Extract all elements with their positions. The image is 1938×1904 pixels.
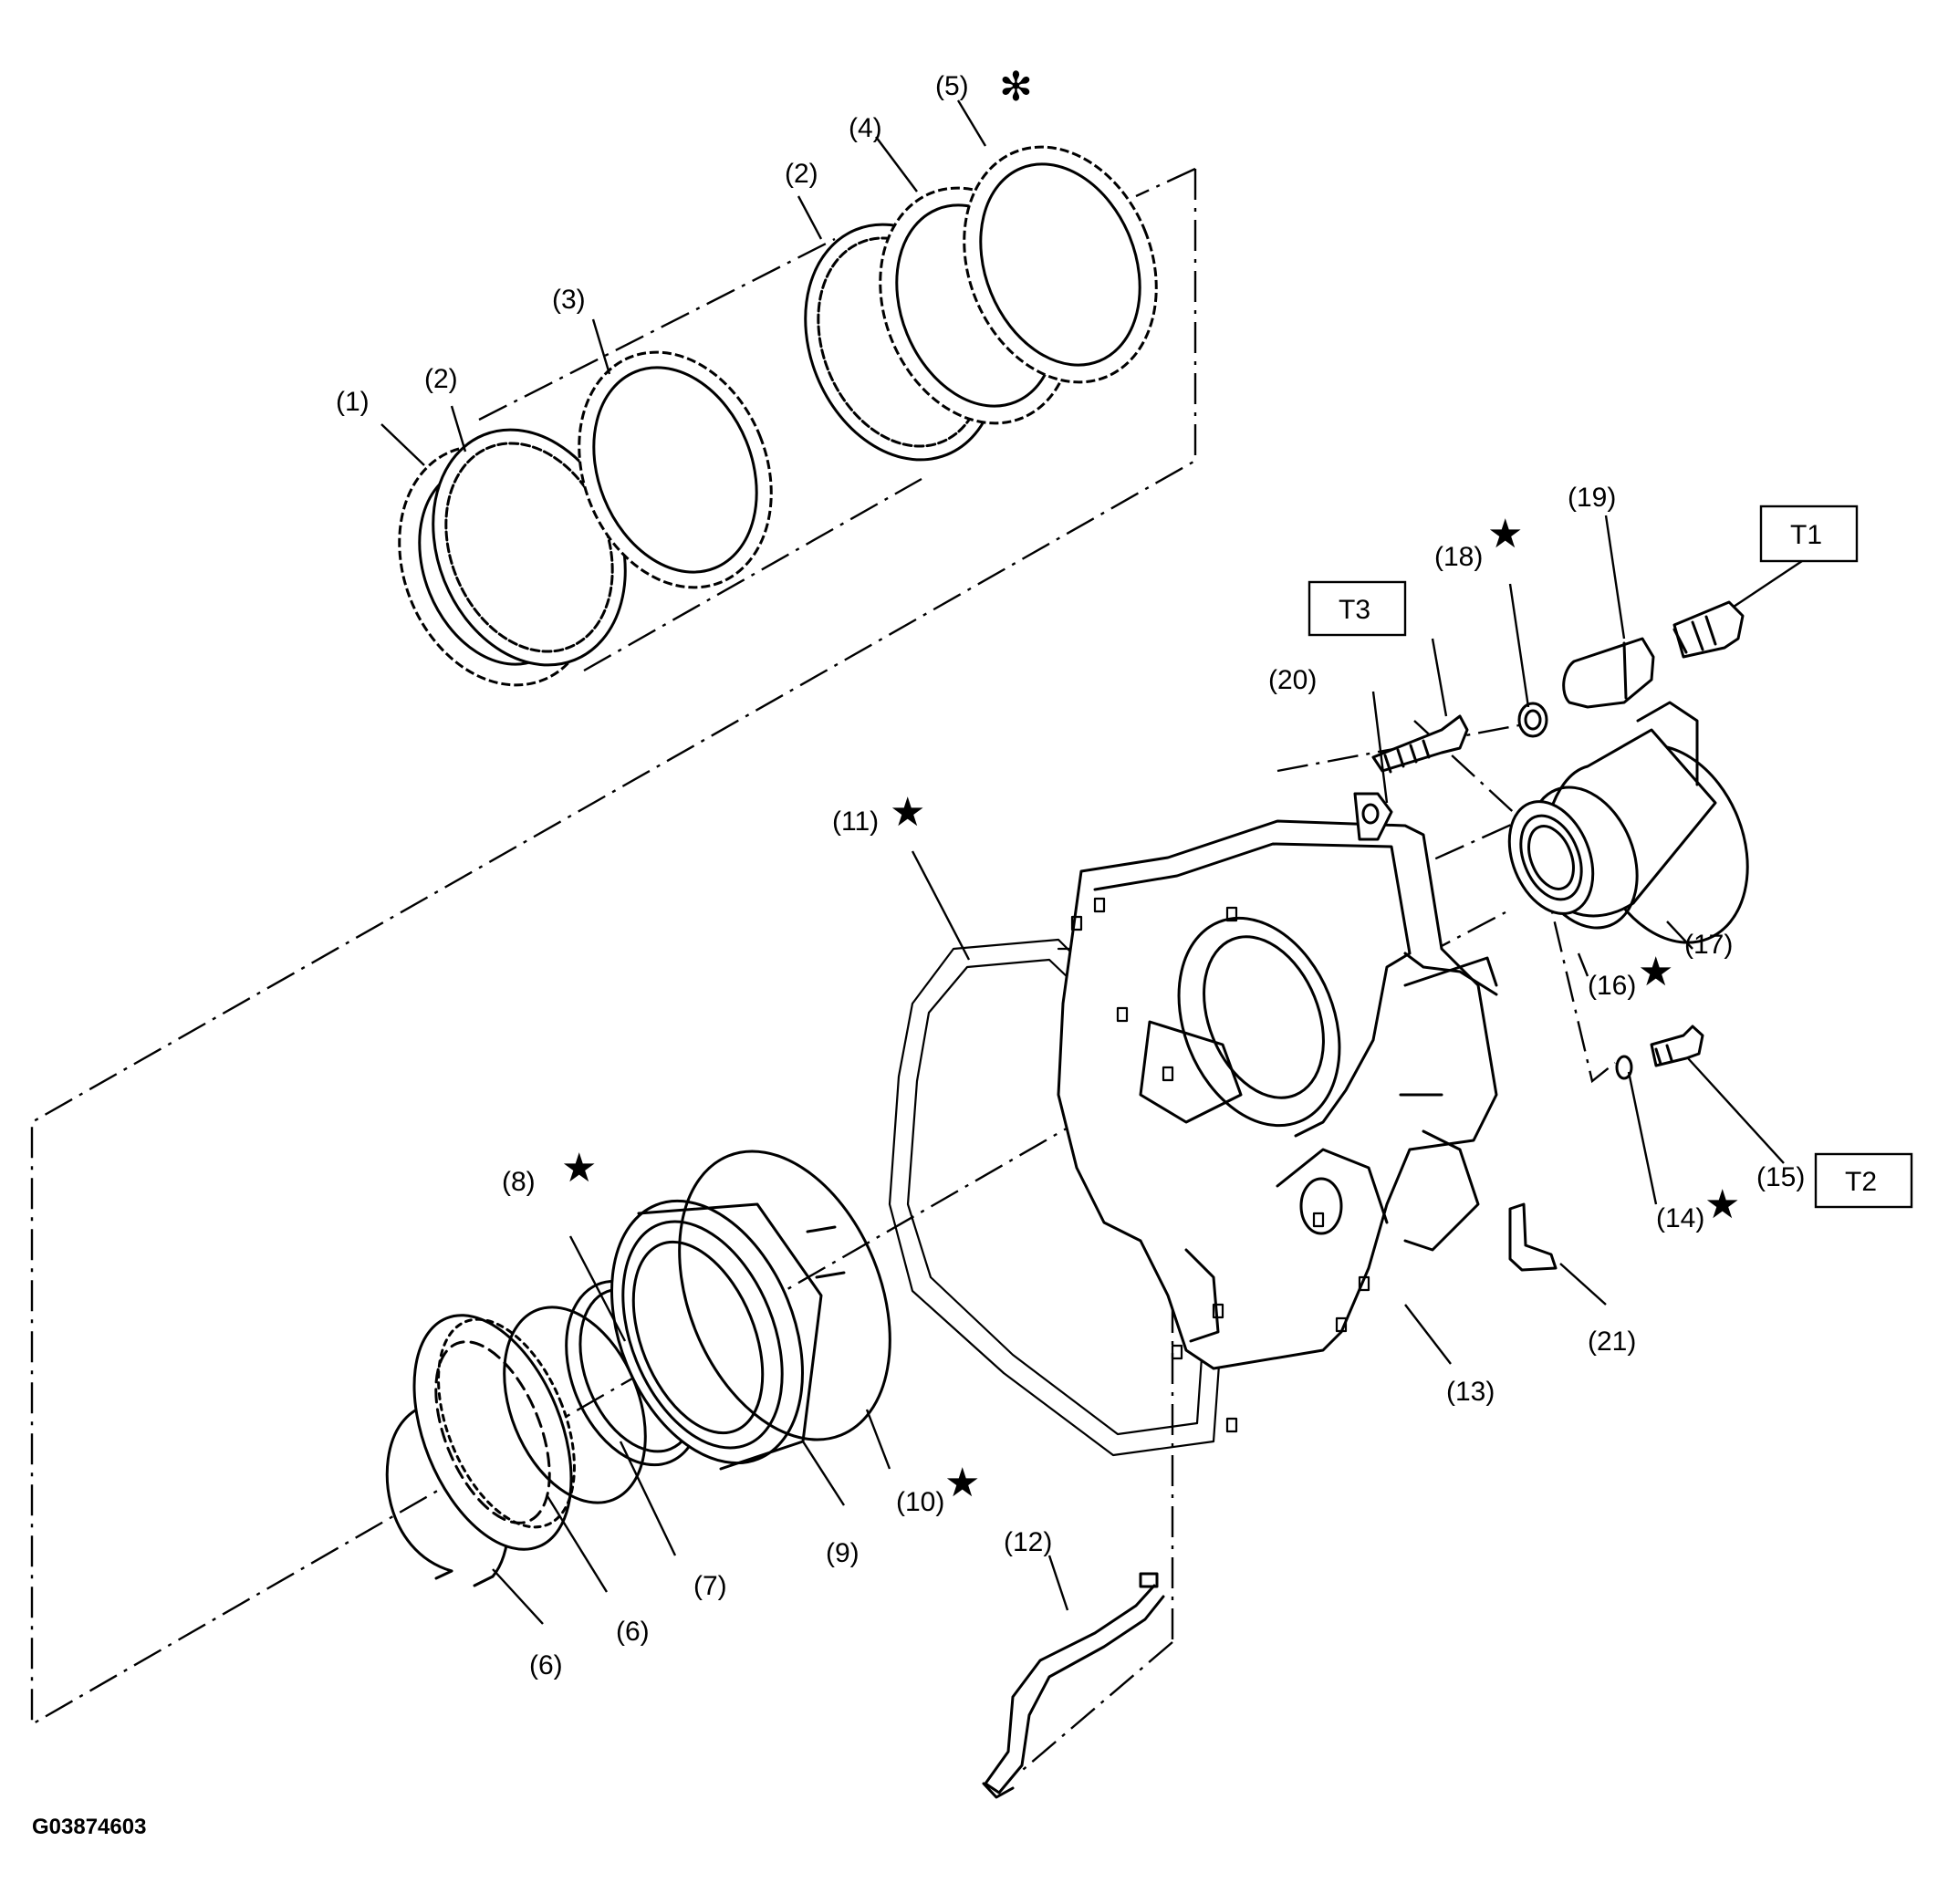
label-2a: (2)	[424, 364, 458, 394]
svg-text:T3: T3	[1339, 595, 1370, 625]
label-21: (20)	[1268, 665, 1317, 695]
bolt-t3	[1371, 714, 1469, 773]
label-1: (1)	[336, 387, 370, 417]
star-marker-12: ★	[890, 789, 925, 836]
bolt-t1	[1672, 600, 1745, 659]
piston-10	[610, 1199, 804, 1465]
label-5: (5)	[935, 71, 969, 101]
svg-text:T2: T2	[1845, 1167, 1877, 1197]
washer-15	[1615, 1055, 1633, 1080]
star-marker-9: ★	[561, 1145, 597, 1191]
label-8: (7)	[693, 1571, 727, 1601]
figure-code: G03874603	[32, 1815, 146, 1839]
label-20: (19)	[1568, 483, 1616, 513]
torque-box-t3	[1308, 580, 1407, 637]
label-2b: (2)	[785, 159, 818, 189]
washer-19	[1517, 702, 1548, 738]
sensor-20	[1562, 637, 1655, 709]
pipe-13	[984, 1584, 1165, 1795]
label-11: (10)	[896, 1487, 944, 1517]
retaining-plate-5	[963, 145, 1158, 384]
label-18: (17)	[1684, 930, 1733, 960]
label-22: (21)	[1588, 1327, 1636, 1357]
hardware	[982, 600, 1745, 1799]
label-10: (9)	[826, 1538, 860, 1568]
markers: ✻ ★ ★ ★ ★ ★ ★	[561, 64, 1740, 1506]
star-marker-11: ★	[944, 1460, 980, 1506]
part-labels: (1) (2) (3) (2) (4) (5) (20) (18) (19) (…	[336, 71, 1805, 1680]
piston-group	[385, 1150, 891, 1587]
oil-seal-17	[1507, 800, 1595, 915]
label-13: (12)	[1004, 1527, 1052, 1557]
asterisk-marker: ✻	[999, 64, 1033, 110]
star-marker-17: ★	[1638, 949, 1673, 995]
torque-box-t1	[1759, 505, 1859, 563]
svg-text:T1: T1	[1790, 520, 1822, 550]
label-17: (16)	[1588, 971, 1636, 1001]
clutch-plate-stack	[398, 145, 1158, 687]
extension-case-14	[1057, 819, 1498, 1433]
star-marker-15: ★	[1704, 1181, 1740, 1228]
gasket-11	[678, 1150, 891, 1441]
label-19: (18)	[1434, 542, 1483, 572]
leader-lines	[380, 99, 1817, 1625]
label-12: (11)	[832, 806, 879, 837]
rear-seal-and-housing	[1507, 701, 1749, 944]
label-16: (15)	[1756, 1162, 1805, 1192]
label-6: (6)	[529, 1650, 563, 1680]
spring-retainer-7	[412, 1314, 573, 1551]
star-marker-19: ★	[1487, 511, 1523, 557]
label-4: (4)	[849, 113, 882, 143]
label-3: (3)	[552, 285, 586, 315]
label-9: (8)	[502, 1167, 536, 1197]
torque-boxes: T1 T3 T2	[1308, 505, 1913, 1209]
drive-plate-3	[578, 350, 773, 589]
label-14: (13)	[1446, 1377, 1495, 1407]
label-7: (6)	[616, 1617, 650, 1647]
clip-21	[1353, 792, 1393, 841]
torque-box-t2	[1814, 1152, 1913, 1209]
bracket-22	[1508, 1202, 1558, 1272]
label-15: (14)	[1656, 1203, 1704, 1233]
